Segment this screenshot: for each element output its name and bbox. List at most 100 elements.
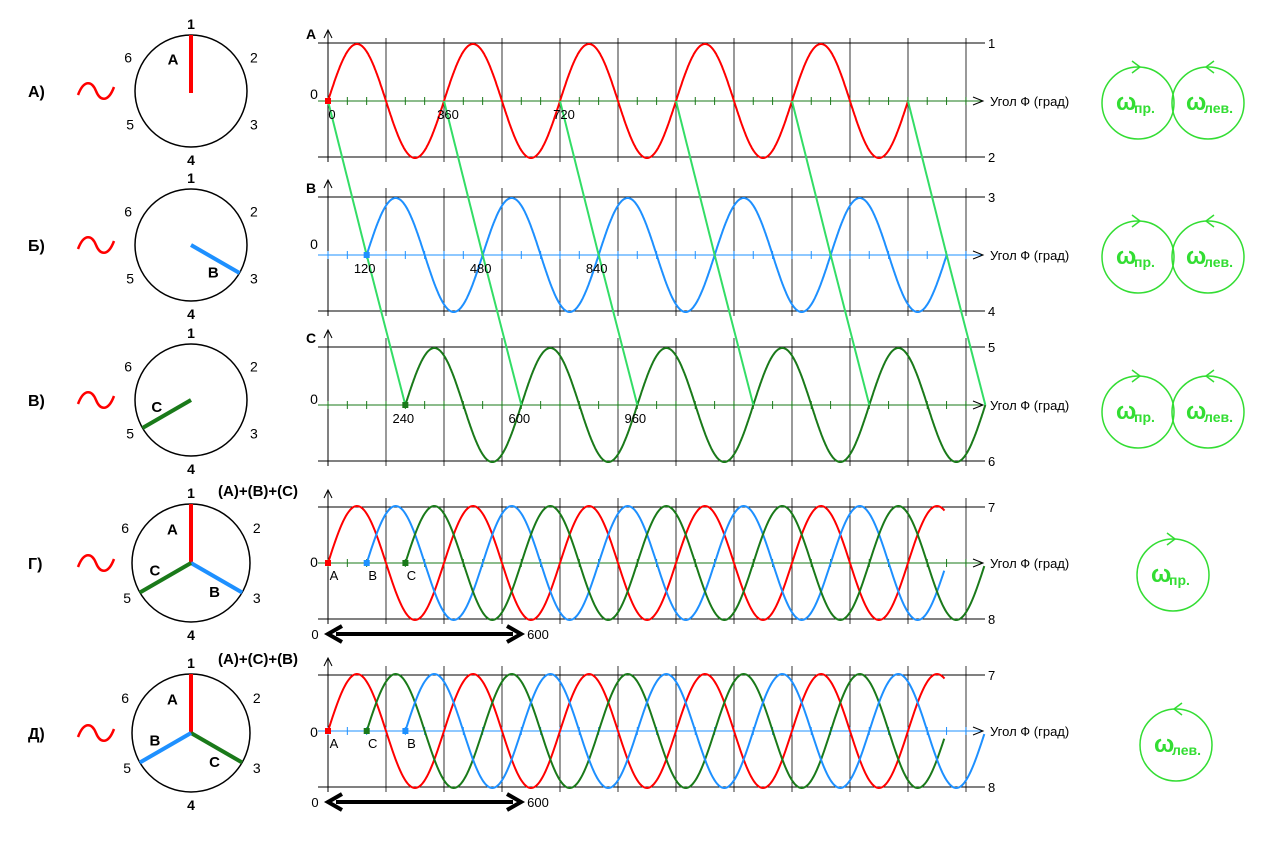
ac-tilde-icon bbox=[76, 391, 116, 409]
circle-number: 6 bbox=[121, 520, 129, 536]
start-marker-c bbox=[402, 402, 409, 408]
y-axis-arrow bbox=[323, 178, 333, 189]
rotor-letter: А bbox=[167, 692, 178, 709]
angle-label: 600 bbox=[508, 411, 530, 426]
plot-grid-row-4 bbox=[318, 488, 985, 624]
omega-arrow bbox=[1131, 60, 1142, 74]
rotor-arm bbox=[190, 731, 244, 765]
channel-label: С bbox=[306, 330, 316, 346]
grid-layer bbox=[318, 28, 985, 792]
sum-title: (A)+(B)+(C) bbox=[218, 483, 298, 500]
wave-sum-a bbox=[327, 504, 946, 622]
rotor-letter: С bbox=[150, 562, 161, 579]
start-marker bbox=[402, 728, 409, 734]
zero-label: 0 bbox=[310, 86, 318, 102]
omega-arrow bbox=[1204, 369, 1215, 383]
circle-number: 1 bbox=[187, 16, 195, 32]
omega-arrow bbox=[1172, 702, 1183, 716]
row-label: Г) bbox=[28, 556, 42, 573]
connector-a-to-b bbox=[327, 100, 368, 256]
x-axis-arrow bbox=[972, 250, 985, 260]
omega-subscript: пр. bbox=[1169, 572, 1190, 588]
circle-number: 3 bbox=[250, 116, 258, 132]
y-axis-arrow bbox=[323, 656, 333, 667]
wave-sum2-c bbox=[365, 672, 946, 790]
omega-ring bbox=[1171, 375, 1245, 449]
start-marker bbox=[363, 560, 370, 566]
omega-ring bbox=[1101, 375, 1175, 449]
angle-label: 960 bbox=[624, 411, 646, 426]
circle-number: 5 bbox=[126, 425, 134, 441]
omega-right-icon: ωпр. bbox=[1136, 532, 1210, 612]
omega-symbol: ω bbox=[1186, 398, 1206, 425]
circle-number: 4 bbox=[187, 627, 195, 643]
circle-number: 5 bbox=[123, 760, 131, 776]
sum-title: (A)+(C)+(B) bbox=[218, 651, 298, 668]
omega-subscript: лев. bbox=[1204, 409, 1233, 425]
circle-number: 1 bbox=[187, 485, 195, 501]
omega-symbol: ω bbox=[1151, 561, 1171, 588]
right-label-bottom: 6 bbox=[988, 454, 995, 469]
omega-right-icon: ωпр. bbox=[1101, 369, 1175, 449]
omega-symbol: ω bbox=[1116, 243, 1136, 270]
omega-subscript: пр. bbox=[1134, 254, 1155, 270]
span-start-label: 0 bbox=[311, 795, 318, 810]
rotor-arm bbox=[141, 398, 193, 430]
y-axis-arrow bbox=[323, 488, 333, 499]
span-end-label: 600 bbox=[527, 627, 549, 642]
channel-label: В bbox=[306, 180, 316, 196]
zero-label: 0 bbox=[310, 391, 318, 407]
row-label: А) bbox=[28, 84, 45, 101]
connector-a-to-b bbox=[443, 100, 484, 256]
right-label-top: 7 bbox=[988, 500, 995, 515]
rotor-letter: В bbox=[209, 584, 220, 601]
omega-subscript: пр. bbox=[1134, 100, 1155, 116]
omega-symbol: ω bbox=[1186, 243, 1206, 270]
span-end-label: 600 bbox=[527, 795, 549, 810]
plot-grid-row-1 bbox=[318, 28, 985, 162]
span-arrow-left-head bbox=[323, 624, 343, 644]
span-start-label: 0 bbox=[311, 627, 318, 642]
connector-a-to-b bbox=[791, 100, 832, 256]
angle-label: 840 bbox=[586, 261, 608, 276]
circle-number: 6 bbox=[121, 690, 129, 706]
omega-subscript: лев. bbox=[1204, 254, 1233, 270]
axis-label: Угол Ф (град) bbox=[990, 94, 1069, 109]
omega-ring bbox=[1136, 538, 1210, 612]
omega-arrow bbox=[1131, 369, 1142, 383]
omega-arrow bbox=[1204, 214, 1215, 228]
axis-label: Угол Ф (град) bbox=[990, 248, 1069, 263]
wave-sum2-a bbox=[327, 672, 946, 790]
connector-layer bbox=[325, 98, 987, 408]
omega-right-icon: ωпр. bbox=[1101, 214, 1175, 294]
omega-symbol: ω bbox=[1186, 89, 1206, 116]
plot-grid-row-2 bbox=[318, 178, 985, 316]
x-axis-arrow bbox=[972, 96, 985, 106]
waves-layer bbox=[327, 43, 987, 790]
x-axis-arrow bbox=[972, 558, 985, 568]
connector-a-to-b bbox=[675, 100, 716, 256]
span-arrow-right-head bbox=[506, 624, 526, 644]
start-marker bbox=[325, 560, 331, 566]
span-arrow-left-head bbox=[323, 792, 343, 812]
connector-a-to-b bbox=[559, 100, 600, 256]
circle-number: 3 bbox=[250, 270, 258, 286]
angle-label: 360 bbox=[437, 107, 459, 122]
channel-label: А bbox=[306, 26, 316, 42]
connector-b-to-c bbox=[481, 254, 523, 406]
right-label-bottom: 2 bbox=[988, 150, 995, 165]
axis-label: Угол Ф (град) bbox=[990, 398, 1069, 413]
x-axis-arrow bbox=[972, 726, 985, 736]
wave-phase-a bbox=[327, 43, 909, 159]
right-label-bottom: 8 bbox=[988, 780, 995, 795]
marker-label: C bbox=[368, 736, 377, 751]
angle-label: 240 bbox=[392, 411, 414, 426]
rotor-letter: В bbox=[150, 732, 161, 749]
